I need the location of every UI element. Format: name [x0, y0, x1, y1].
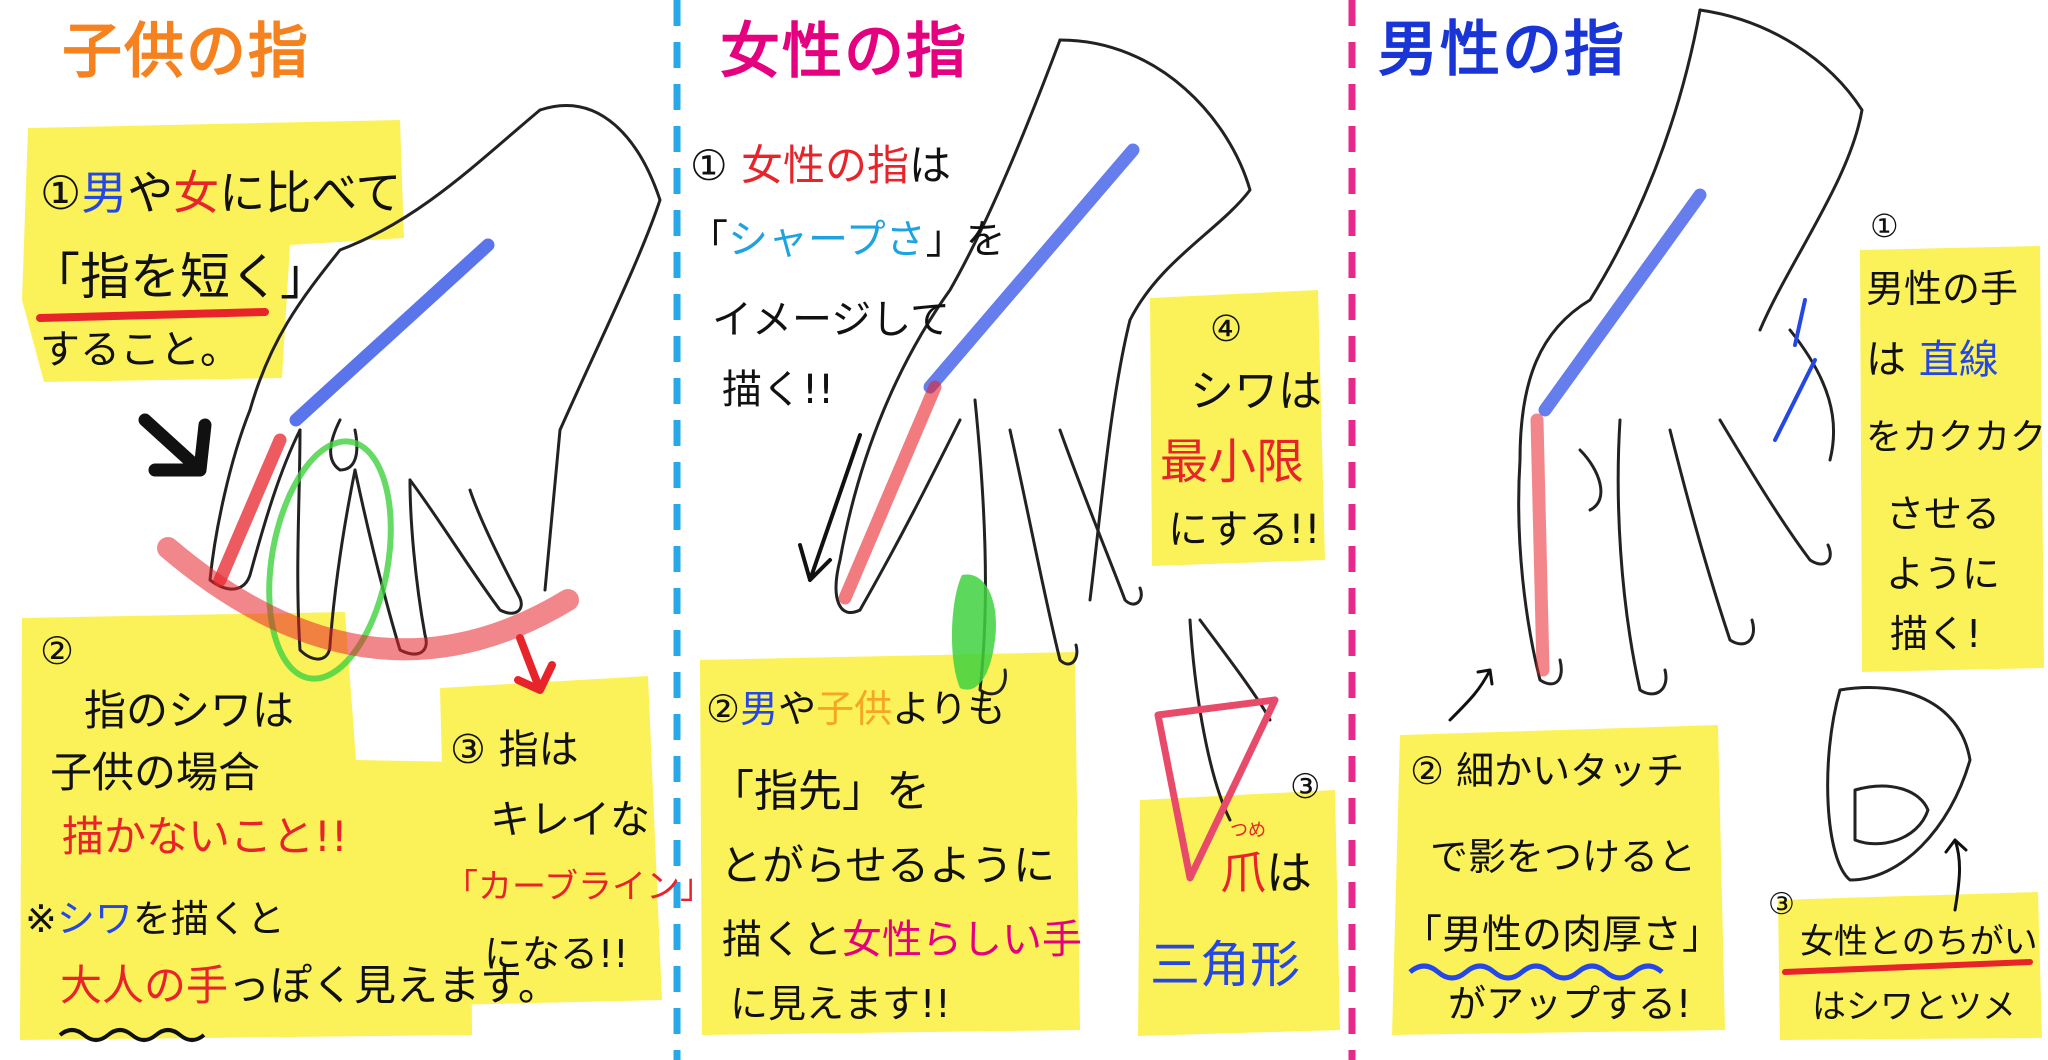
female-guide-blue: [923, 143, 1140, 394]
male-note3-arrow: [1944, 838, 1968, 912]
female-note2-line4: 描くと女性らしい手: [722, 917, 1082, 963]
child-hand-drawing: [208, 104, 662, 661]
male-note3-num: ③: [1768, 887, 1795, 922]
female-note2-line5: に見えます!!: [730, 982, 951, 1026]
female-nail-triangle: [1154, 696, 1279, 882]
male-straight-marks: [1773, 298, 1817, 442]
child-guide-red: [213, 433, 287, 587]
male-note3-line1: 女性とのちがい: [1800, 922, 2038, 962]
child-note3-highlight: [440, 676, 662, 1005]
female-title: 女性の指: [720, 17, 968, 87]
male-note2-line2: で影をつけると: [1430, 835, 1697, 879]
female-hand-drawing: [834, 38, 1272, 822]
child-curve-line: [157, 537, 579, 661]
child-curve-arrow: [514, 634, 556, 694]
female-note3-highlight: [1138, 790, 1340, 1036]
female-note1-line4: 描く!!: [722, 367, 835, 413]
child-note1-num: ①: [40, 166, 82, 220]
male-title: 男性の指: [1378, 15, 1626, 85]
female-note1-line1: ① 女性の指は: [690, 141, 952, 190]
male-note3-line2: はシワとツメ: [1812, 987, 2016, 1027]
child-note1-female: 女: [173, 166, 220, 220]
female-note4-line2: 最小限: [1160, 434, 1305, 490]
child-finger-circle: [266, 438, 394, 682]
female-note2-line2: 「指先」を: [710, 766, 930, 817]
female-note4-line3: にする!!: [1168, 507, 1321, 553]
child-note1-line3: すること。: [40, 327, 240, 373]
child-note1-male: 男: [81, 166, 128, 220]
female-guide-red: [838, 380, 942, 605]
child-note3-line1: ③ 指は: [450, 727, 579, 773]
male-hand-drawing: [1517, 8, 1972, 882]
male-note1-line4: させる: [1886, 492, 2001, 536]
female-note4-line1: シワは: [1190, 366, 1322, 417]
male-note1-line1: 男性の手: [1866, 267, 2019, 311]
male-guide-red: [1530, 413, 1550, 677]
child-note3-line3: 「カーブライン」: [444, 867, 714, 907]
male-note1-highlight: [1860, 246, 2044, 672]
child-guide-blue: [289, 238, 495, 427]
male-note2-wavy: [1408, 963, 1664, 981]
child-note2-line3: 描かないこと!!: [62, 812, 348, 861]
female-nail-green: [951, 574, 996, 690]
male-note1-line5: ように: [1886, 552, 2001, 596]
female-note3-num: ③: [1290, 767, 1321, 807]
female-note3-ruby: つめ: [1230, 820, 1266, 841]
male-note2-line4: がアップする!: [1448, 982, 1692, 1026]
female-note2-highlight: [700, 652, 1080, 1035]
female-note1-line3: イメージして: [712, 297, 950, 343]
child-note2-num: ②: [40, 629, 75, 673]
male-note1-line2: は 直線: [1866, 337, 1999, 383]
female-note4-highlight: [1150, 290, 1325, 566]
male-note3-underline: [1782, 959, 2033, 975]
child-note2-line4: ※シワを描くと: [25, 897, 285, 941]
male-note2-arrow: [1448, 668, 1494, 722]
female-note2-line3: とがらせるように: [720, 841, 1056, 890]
male-note2-line3: 「男性の肉厚さ」: [1402, 912, 1722, 958]
child-note2-highlight: [20, 612, 472, 1040]
male-note2-highlight: [1392, 725, 1725, 1035]
female-note2-line1: ②男や子供よりも: [706, 687, 1006, 731]
child-note3-line2: キレイな: [490, 797, 650, 843]
child-note1-line1: ①男や女に比べて: [40, 166, 402, 220]
child-note1-underline: [36, 308, 269, 322]
child-note2-line2: 子供の場合: [50, 748, 261, 797]
child-note2-line1: 指のシワは: [84, 686, 295, 735]
child-pointer-arrow: [138, 413, 212, 477]
male-note2-line1: ② 細かいタッチ: [1410, 749, 1685, 793]
child-note1-line2: 「指を短く」: [30, 248, 330, 306]
female-note3-line2: 三角形: [1150, 936, 1300, 994]
child-title: 子供の指: [62, 17, 310, 87]
male-note1-line3: をカクカク: [1866, 417, 2047, 458]
male-note1-num: ①: [1870, 207, 1899, 245]
male-note1-line6: 描く!: [1890, 612, 1982, 656]
child-note2-line5: 大人の手っぽく見えます。: [60, 961, 560, 1010]
female-note3-line1: 爪は: [1220, 846, 1312, 900]
male-guide-blue: [1538, 188, 1707, 417]
child-note2-wavy: [58, 1028, 206, 1042]
female-sharp-arrow: [798, 433, 862, 582]
female-note1-line2: 「シャープさ」を: [688, 217, 1006, 263]
child-note3-line4: になる!!: [484, 932, 629, 976]
female-note4-num: ④: [1210, 309, 1243, 350]
